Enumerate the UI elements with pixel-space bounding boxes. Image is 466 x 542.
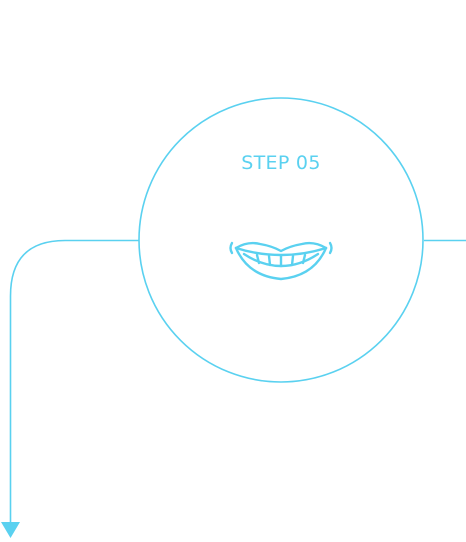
step-circle — [138, 97, 424, 383]
smile-teeth-icon — [229, 241, 333, 281]
step-label: STEP 05 — [241, 152, 321, 174]
down-arrow-icon — [1, 522, 20, 538]
left-connector-line — [9, 239, 139, 522]
